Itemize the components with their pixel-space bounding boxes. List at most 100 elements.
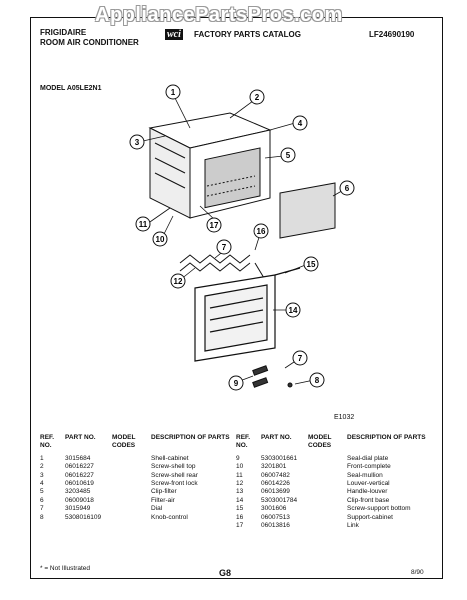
- callout-2: 2: [255, 93, 260, 102]
- part-no-cell: 06016227: [65, 471, 94, 479]
- model-code-cell: [308, 488, 347, 496]
- model-code-cell: [112, 480, 151, 488]
- table-row: 10 3201801 Front-complete: [236, 463, 430, 471]
- catalog-number: LF24690190: [369, 30, 415, 39]
- table-row: 5 3203485 Clip-filter: [40, 488, 234, 496]
- part-no-cell: 3201801: [261, 463, 287, 471]
- part-no-cell: 06016227: [65, 463, 94, 471]
- callout-1: 1: [171, 88, 176, 97]
- diagram-code: E1032: [334, 414, 355, 421]
- description-cell: Seal-dial plate: [347, 454, 389, 462]
- part-no-header: PART NO.: [65, 434, 96, 441]
- table-row: 15 3001606 Screw-support bottom: [236, 505, 430, 513]
- model-codes-header: MODEL CODES: [112, 434, 136, 450]
- callout-14: 17: [210, 221, 219, 230]
- product-name: ROOM AIR CONDITIONER: [40, 38, 139, 47]
- description-header: DESCRIPTION OF PARTS: [151, 434, 230, 441]
- table-row: 6 06009018 Filter-air: [40, 497, 234, 505]
- model-code-cell: [112, 463, 151, 471]
- callout-9: 9: [234, 379, 239, 388]
- part-no-cell: 06013699: [261, 488, 290, 496]
- part-no-cell: 06014226: [261, 480, 290, 488]
- part-no-cell: 3001606: [261, 505, 287, 513]
- model-code-cell: [112, 497, 151, 505]
- model-code-cell: [308, 522, 347, 530]
- ref-no-cell: 4: [40, 480, 44, 488]
- exploded-parts-diagram: 1 2 3 4 5 6 11 10 17 7 16 12 15 14 7 9 8: [129, 84, 355, 391]
- ref-no-cell: 9: [236, 454, 240, 462]
- callouts: 1 2 3 4 5 6 11 10 17 7 16 12 15 14 7 9 8: [129, 84, 355, 391]
- part-no-header: PART NO.: [261, 434, 292, 441]
- callout-10: 14: [289, 306, 298, 315]
- model-code-cell: [112, 514, 151, 522]
- model-code-cell: [308, 455, 347, 463]
- ref-no-cell: 10: [236, 463, 244, 471]
- filter-drawing: [279, 182, 336, 239]
- callout-17: 7: [222, 243, 227, 252]
- ref-no-header: REF. NO.: [236, 434, 251, 450]
- callout-12: 12: [174, 277, 183, 286]
- description-cell: Clip-front base: [347, 496, 390, 504]
- wci-logo: wci: [165, 29, 183, 40]
- part-no-cell: 06010619: [65, 480, 94, 488]
- ref-no-cell: 14: [236, 496, 244, 504]
- model-code-cell: [112, 488, 151, 496]
- callout-16: 11: [139, 220, 148, 229]
- part-no-cell: 06009018: [65, 496, 94, 504]
- part-no-cell: 5308016109: [65, 513, 102, 521]
- ref-no-cell: 16: [236, 513, 244, 521]
- description-cell: Filter-air: [151, 496, 175, 504]
- ref-no-cell: 13: [236, 488, 244, 496]
- table-row: 14 5303001784 Clip-front base: [236, 497, 430, 505]
- model-code-cell: [308, 463, 347, 471]
- ref-no-cell: 17: [236, 522, 244, 530]
- model-code-cell: [112, 455, 151, 463]
- description-cell: Screw-support bottom: [347, 505, 411, 513]
- callout-7: 7: [298, 354, 303, 363]
- description-cell: Front-complete: [347, 463, 391, 471]
- part-no-cell: 5303001784: [261, 496, 298, 504]
- callout-11: 15: [307, 260, 316, 269]
- model-code-cell: [308, 497, 347, 505]
- watermark: AppliancePartsPros.com: [95, 4, 343, 26]
- part-no-cell: 06013816: [261, 522, 290, 530]
- callout-13: 16: [257, 227, 266, 236]
- table-row: 17 06013816 Link: [236, 522, 430, 530]
- ref-no-cell: 6: [40, 496, 44, 504]
- page-number: G8: [219, 568, 232, 578]
- callout-15: 10: [156, 235, 165, 244]
- description-cell: Screw-front lock: [151, 480, 198, 488]
- not-illustrated-note: * = Not Illustrated: [40, 565, 91, 572]
- ref-no-header: REF. NO.: [40, 434, 55, 450]
- callout-8: 8: [315, 376, 320, 385]
- model-code-cell: [308, 505, 347, 513]
- callout-3: 3: [135, 138, 140, 147]
- callout-5: 5: [286, 151, 291, 160]
- catalog-date: 8/90: [411, 569, 424, 576]
- ref-no-cell: 3: [40, 471, 44, 479]
- callout-6: 6: [345, 184, 350, 193]
- ref-no-cell: 15: [236, 505, 244, 513]
- part-no-cell: 5303001661: [261, 454, 298, 462]
- description-cell: Clip-filter: [151, 488, 177, 496]
- table-row: 4 06010619 Screw-front lock: [40, 480, 234, 488]
- model-code-cell: [308, 514, 347, 522]
- part-no-cell: 3203485: [65, 488, 91, 496]
- ref-no-cell: 8: [40, 513, 44, 521]
- model-code-cell: [308, 472, 347, 480]
- ref-no-cell: 5: [40, 488, 44, 496]
- description-cell: Shell-cabinet: [151, 454, 189, 462]
- description-cell: Seal-mullion: [347, 471, 383, 479]
- ref-no-cell: 7: [40, 505, 44, 513]
- part-no-cell: 3015949: [65, 505, 91, 513]
- description-cell: Link: [347, 522, 359, 530]
- brand-name: FRIGIDAIRE: [40, 28, 87, 37]
- description-header: DESCRIPTION OF PARTS: [347, 434, 426, 441]
